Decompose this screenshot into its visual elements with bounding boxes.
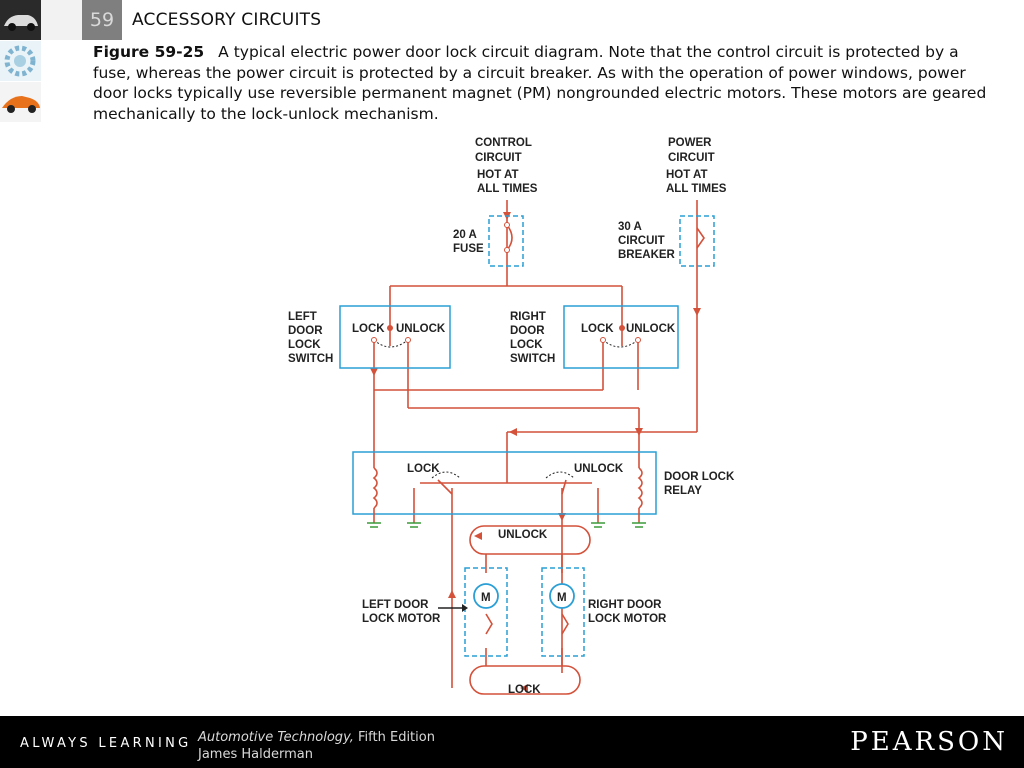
chapter-number-badge: 59 (82, 0, 122, 40)
gear-thumbnail-image (0, 41, 41, 81)
right-motor-label-2: LOCK MOTOR (588, 613, 667, 625)
left-switch-label-1: LEFT (288, 311, 317, 323)
lock-loop-label: LOCK (508, 684, 541, 696)
book-author: James Halderman (198, 747, 313, 762)
left-switch-label-2: DOOR (288, 325, 323, 337)
left-motor-icon (473, 583, 499, 609)
arrowheads (370, 212, 701, 692)
right-switch-lock: LOCK (581, 323, 614, 335)
thumbnail-strip (0, 0, 41, 122)
control-hot-label-1: HOT AT (477, 169, 519, 181)
left-switch-label-3: LOCK (288, 339, 321, 351)
unlock-loop-label: UNLOCK (498, 529, 548, 541)
left-motor-box (464, 567, 508, 657)
fuse-box (488, 215, 524, 267)
right-motor-box (541, 567, 585, 657)
relay-label-2: RELAY (664, 485, 702, 497)
car-thumbnail-image (0, 0, 41, 40)
right-door-lock-switch (563, 305, 679, 369)
left-motor-label-2: LOCK MOTOR (362, 613, 441, 625)
right-relay-coil (637, 467, 643, 509)
left-switch-unlock: UNLOCK (396, 323, 446, 335)
left-door-lock-switch (339, 305, 451, 369)
power-circuit-label-1: POWER (668, 137, 712, 149)
left-motor-label-1: LEFT DOOR (362, 599, 429, 611)
power-hot-label-2: ALL TIMES (666, 183, 727, 195)
thumbnail-gap (41, 0, 82, 40)
book-title: Automotive Technology, (198, 730, 354, 745)
right-motor-icon (549, 583, 575, 609)
breaker-label-2: CIRCUIT (618, 235, 665, 247)
power-hot-label-1: HOT AT (666, 169, 708, 181)
publisher-logo: PEARSON (850, 727, 1008, 757)
right-switch-label-1: RIGHT (510, 311, 546, 323)
breaker-label-1: 30 A (618, 221, 642, 233)
book-edition: Fifth Edition (353, 730, 435, 745)
breaker-label-3: BREAKER (618, 249, 676, 261)
right-switch-label-4: SWITCH (510, 353, 555, 365)
footer-book-info: Automotive Technology, Fifth Edition Jam… (198, 729, 435, 763)
fuse-label-1: 20 A (453, 229, 477, 241)
right-switch-unlock: UNLOCK (626, 323, 676, 335)
right-switch-label-3: LOCK (510, 339, 543, 351)
left-switch-lock: LOCK (352, 323, 385, 335)
door-lock-circuit-diagram: CONTROL CIRCUIT HOT AT ALL TIMES POWER C… (270, 128, 770, 710)
relay-unlock: UNLOCK (574, 463, 624, 475)
control-hot-label-2: ALL TIMES (477, 183, 538, 195)
right-motor-label-1: RIGHT DOOR (588, 599, 662, 611)
relay-label-1: DOOR LOCK (664, 471, 735, 483)
chapter-title: ACCESSORY CIRCUITS (132, 10, 322, 30)
right-switch-label-2: DOOR (510, 325, 545, 337)
power-circuit-label-2: CIRCUIT (668, 152, 715, 164)
right-motor-letter: M (557, 592, 567, 604)
ground-symbols (367, 522, 646, 528)
caption-text: A typical electric power door lock circu… (93, 43, 987, 123)
left-motor-letter: M (481, 592, 491, 604)
control-circuit-label-1: CONTROL (475, 137, 532, 149)
footer-bar: ALWAYS LEARNING Automotive Technology, F… (0, 716, 1024, 768)
relay-lock: LOCK (407, 463, 440, 475)
footer-tagline: ALWAYS LEARNING (20, 736, 192, 751)
control-circuit-label-2: CIRCUIT (475, 152, 522, 164)
figure-label: Figure 59-25 (93, 43, 205, 61)
breaker-element (696, 227, 705, 249)
left-relay-coil (372, 467, 378, 509)
sports-car-thumbnail-image (0, 82, 41, 122)
circuit-breaker-box (679, 215, 715, 267)
left-switch-label-4: SWITCH (288, 353, 333, 365)
door-lock-relay-box (352, 451, 657, 515)
fuse-label-2: FUSE (453, 243, 484, 255)
